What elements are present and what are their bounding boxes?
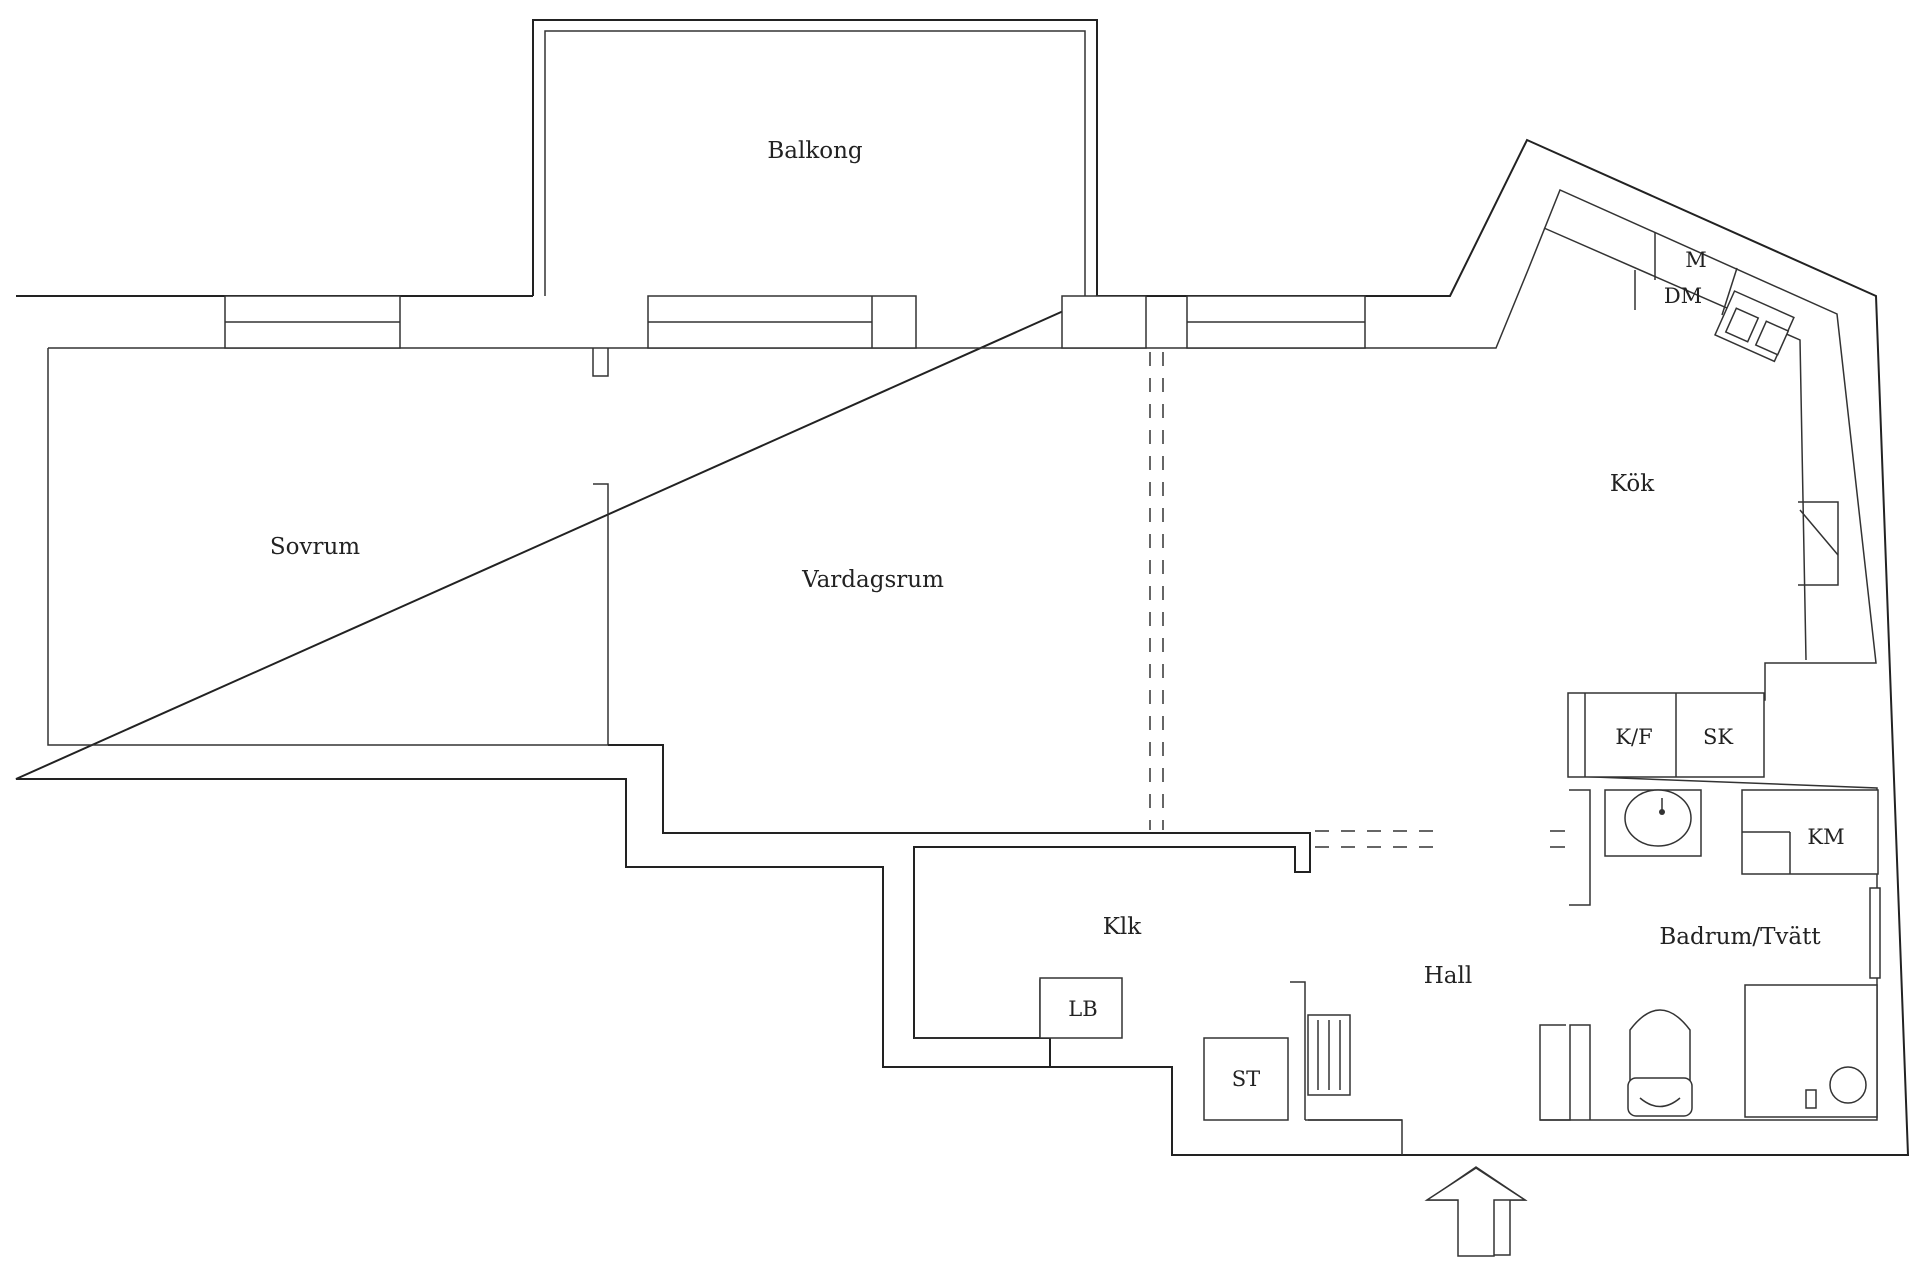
label-badrum: Badrum/Tvätt <box>1659 924 1821 950</box>
kitchen-counter <box>1543 227 1839 661</box>
label-washing-machine: KM <box>1807 825 1844 849</box>
label-balkong: Balkong <box>767 138 863 164</box>
label-dishwasher: DM <box>1664 284 1702 308</box>
kitchen-tall-units <box>1567 692 1765 778</box>
label-hall: Hall <box>1424 963 1472 989</box>
label-microwave: M <box>1685 248 1707 272</box>
outer-wall <box>15 138 1910 1156</box>
zone-separators <box>1149 352 1565 848</box>
bathroom-fixtures <box>1604 789 1881 1118</box>
label-kok: Kök <box>1610 471 1655 497</box>
radiator <box>1307 1014 1351 1096</box>
label-vardagsrum: Vardagsrum <box>801 567 944 593</box>
label-st: ST <box>1232 1067 1260 1091</box>
label-sovrum: Sovrum <box>270 534 360 560</box>
label-closet-sk: SK <box>1703 725 1733 749</box>
balcony <box>532 19 1098 296</box>
label-fridge-freezer: K/F <box>1615 725 1652 749</box>
windows <box>224 295 1366 349</box>
label-klk: Klk <box>1103 914 1143 940</box>
label-lb: LB <box>1068 997 1097 1021</box>
partitions <box>592 348 1591 1121</box>
